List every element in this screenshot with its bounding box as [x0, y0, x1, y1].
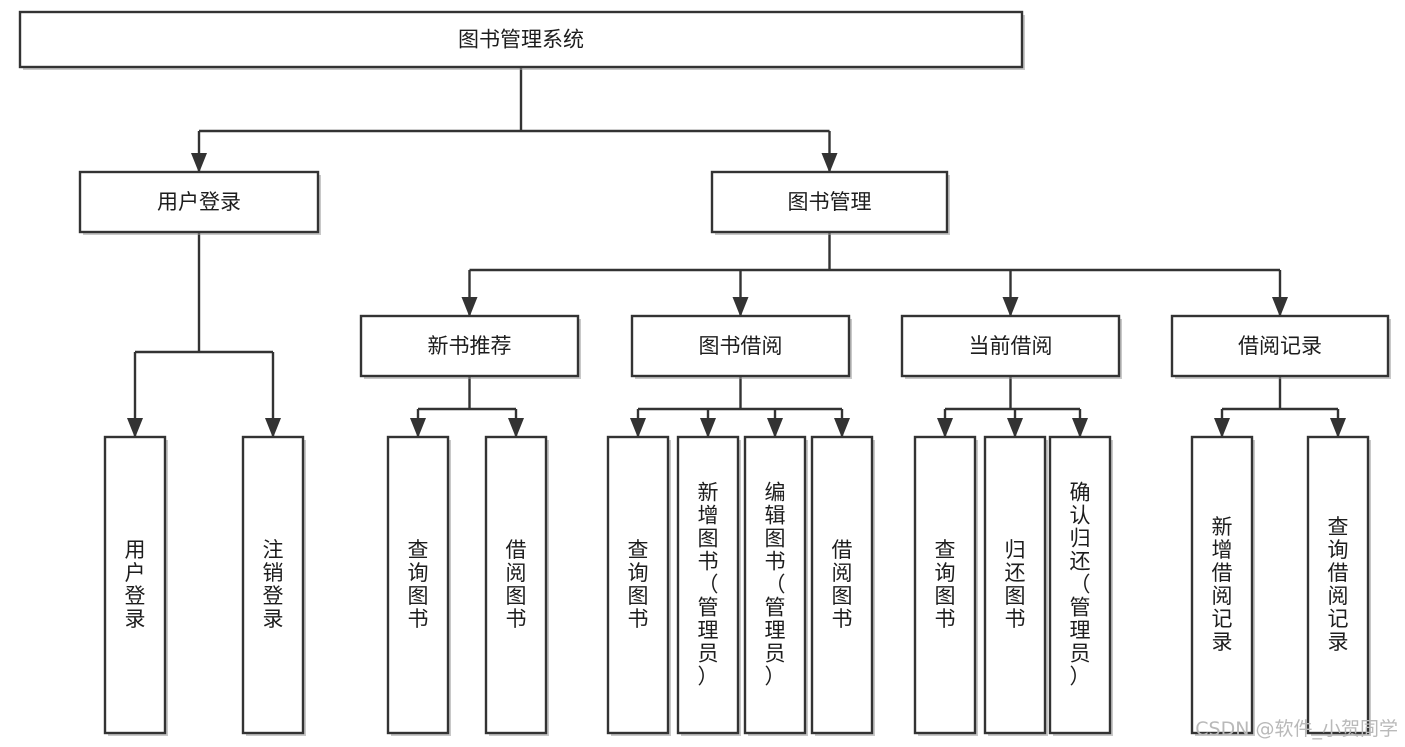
node-label: 确认归还（管理员）	[1070, 480, 1091, 688]
node-leaf-borrow-book-1[interactable]: 借阅图书	[484, 435, 549, 736]
node-label: 图书管理	[788, 190, 872, 214]
node-label: 图书借阅	[699, 334, 783, 358]
node-leaf-query-book-1[interactable]: 查询图书	[386, 435, 451, 736]
node-label: 借阅记录	[1238, 334, 1322, 358]
node-new-book-recommend[interactable]: 新书推荐	[359, 314, 581, 379]
node-leaf-return-book[interactable]: 归还图书	[983, 435, 1048, 736]
node-label: 查询图书	[628, 538, 649, 631]
arrow-head	[834, 418, 850, 438]
arrow-head	[508, 418, 524, 438]
arrow-head	[191, 153, 207, 173]
arrow-head	[127, 418, 143, 438]
arrow-head	[821, 153, 838, 173]
node-leaf-user-logout[interactable]: 注销登录	[241, 435, 306, 736]
arrow-head	[767, 418, 783, 438]
arrow-head	[1002, 297, 1019, 317]
node-leaf-query-book-2[interactable]: 查询图书	[606, 435, 671, 736]
node-label: 查询图书	[935, 538, 956, 631]
node-label: 用户登录	[125, 538, 146, 631]
node-leaf-add-record[interactable]: 新增借阅记录	[1190, 435, 1255, 736]
node-book-manage[interactable]: 图书管理	[710, 170, 950, 235]
node-user-login[interactable]: 用户登录	[78, 170, 321, 235]
arrow-head	[1330, 418, 1346, 438]
arrow-head	[461, 297, 478, 317]
node-leaf-confirm-return[interactable]: 确认归还（管理员）	[1048, 435, 1113, 736]
node-leaf-user-login[interactable]: 用户登录	[103, 435, 168, 736]
arrow-head	[1007, 418, 1023, 438]
node-current-borrow[interactable]: 当前借阅	[900, 314, 1122, 379]
arrow-head	[410, 418, 426, 438]
node-leaf-edit-book[interactable]: 编辑图书（管理员）	[743, 435, 808, 736]
node-label: 归还图书	[1005, 538, 1026, 631]
nodes-layer: 图书管理系统用户登录图书管理新书推荐图书借阅当前借阅借阅记录用户登录注销登录查询…	[18, 10, 1391, 736]
node-leaf-query-book-3[interactable]: 查询图书	[913, 435, 978, 736]
node-leaf-query-record[interactable]: 查询借阅记录	[1306, 435, 1371, 736]
arrow-head	[265, 418, 281, 438]
node-label: 新增图书（管理员）	[698, 480, 719, 688]
node-root[interactable]: 图书管理系统	[18, 10, 1025, 70]
node-leaf-add-book[interactable]: 新增图书（管理员）	[676, 435, 741, 736]
node-borrow-record[interactable]: 借阅记录	[1170, 314, 1391, 379]
arrow-head	[700, 418, 716, 438]
node-label: 图书管理系统	[458, 28, 584, 52]
arrow-head	[1272, 297, 1288, 317]
arrow-head	[937, 418, 953, 438]
arrow-head	[630, 418, 646, 438]
node-label: 查询图书	[408, 538, 429, 631]
arrow-head	[1214, 418, 1230, 438]
node-label: 注销登录	[263, 538, 284, 631]
node-label: 新书推荐	[428, 334, 512, 358]
node-label: 当前借阅	[969, 334, 1053, 358]
node-label: 借阅图书	[832, 538, 853, 631]
node-book-borrow[interactable]: 图书借阅	[630, 314, 852, 379]
node-label: 新增借阅记录	[1212, 515, 1233, 654]
csdn-watermark: CSDN @软件_小贺同学	[1195, 718, 1398, 740]
connectors-layer	[127, 67, 1346, 438]
node-label: 用户登录	[157, 190, 241, 214]
node-label: 查询借阅记录	[1328, 515, 1349, 654]
arrow-head	[1072, 418, 1088, 438]
node-leaf-borrow-book-2[interactable]: 借阅图书	[810, 435, 875, 736]
arrow-head	[732, 297, 749, 317]
node-label: 借阅图书	[506, 538, 527, 631]
node-label: 编辑图书（管理员）	[765, 480, 786, 688]
